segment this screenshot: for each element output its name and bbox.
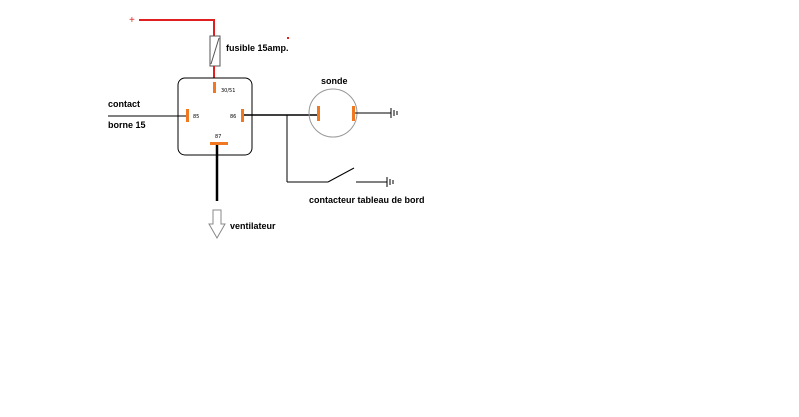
pin-85-contact	[186, 109, 189, 122]
dashboard-switch-lever	[327, 167, 355, 183]
sensor-ground-icon	[390, 108, 398, 118]
pin-86-contact	[241, 109, 244, 122]
pin-30-contact	[213, 82, 216, 93]
sensor-left-contact	[317, 106, 320, 121]
pin-87-contact	[210, 142, 228, 145]
sensor-right-contact	[352, 106, 355, 121]
pin-30-label: 30/51	[221, 88, 235, 94]
fan-arrow-icon	[208, 209, 226, 240]
pin-87-label: 87	[215, 134, 221, 140]
supply-wire	[139, 19, 215, 36]
dashboard-switch-label: contacteur tableau de bord	[309, 195, 425, 205]
fuse-label: fusible 15amp.	[226, 43, 289, 53]
fan-label: ventilateur	[230, 221, 276, 231]
sensor-circle	[308, 88, 358, 138]
borne-label: borne 15	[108, 120, 146, 130]
sensor-label: sonde	[321, 76, 348, 86]
red-dot	[287, 37, 289, 39]
switch-ground-icon	[386, 177, 394, 187]
positive-terminal-label: +	[129, 15, 135, 26]
contact-label: contact	[108, 99, 140, 109]
pin-85-label: 85	[193, 114, 199, 120]
fuse-element	[210, 37, 220, 65]
pin-86-label: 86	[230, 114, 236, 120]
